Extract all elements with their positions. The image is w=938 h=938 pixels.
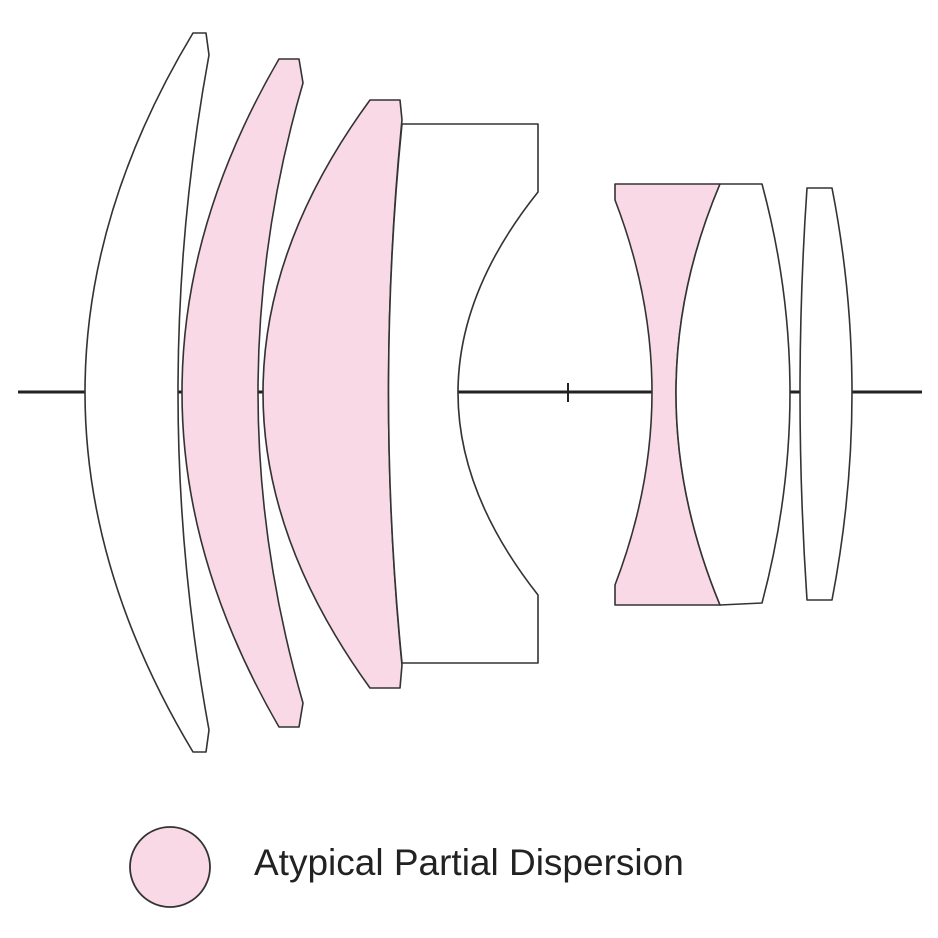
legend-swatch-atypical (129, 826, 211, 908)
lens-element-4 (387, 123, 539, 664)
lens-element-7 (799, 187, 853, 601)
legend-label-atypical: Atypical Partial Dispersion (254, 842, 684, 883)
lens-element-6 (675, 183, 791, 606)
lens-element-3 (262, 99, 403, 689)
lens-element-2 (181, 58, 304, 728)
lens-element-1 (84, 32, 210, 753)
